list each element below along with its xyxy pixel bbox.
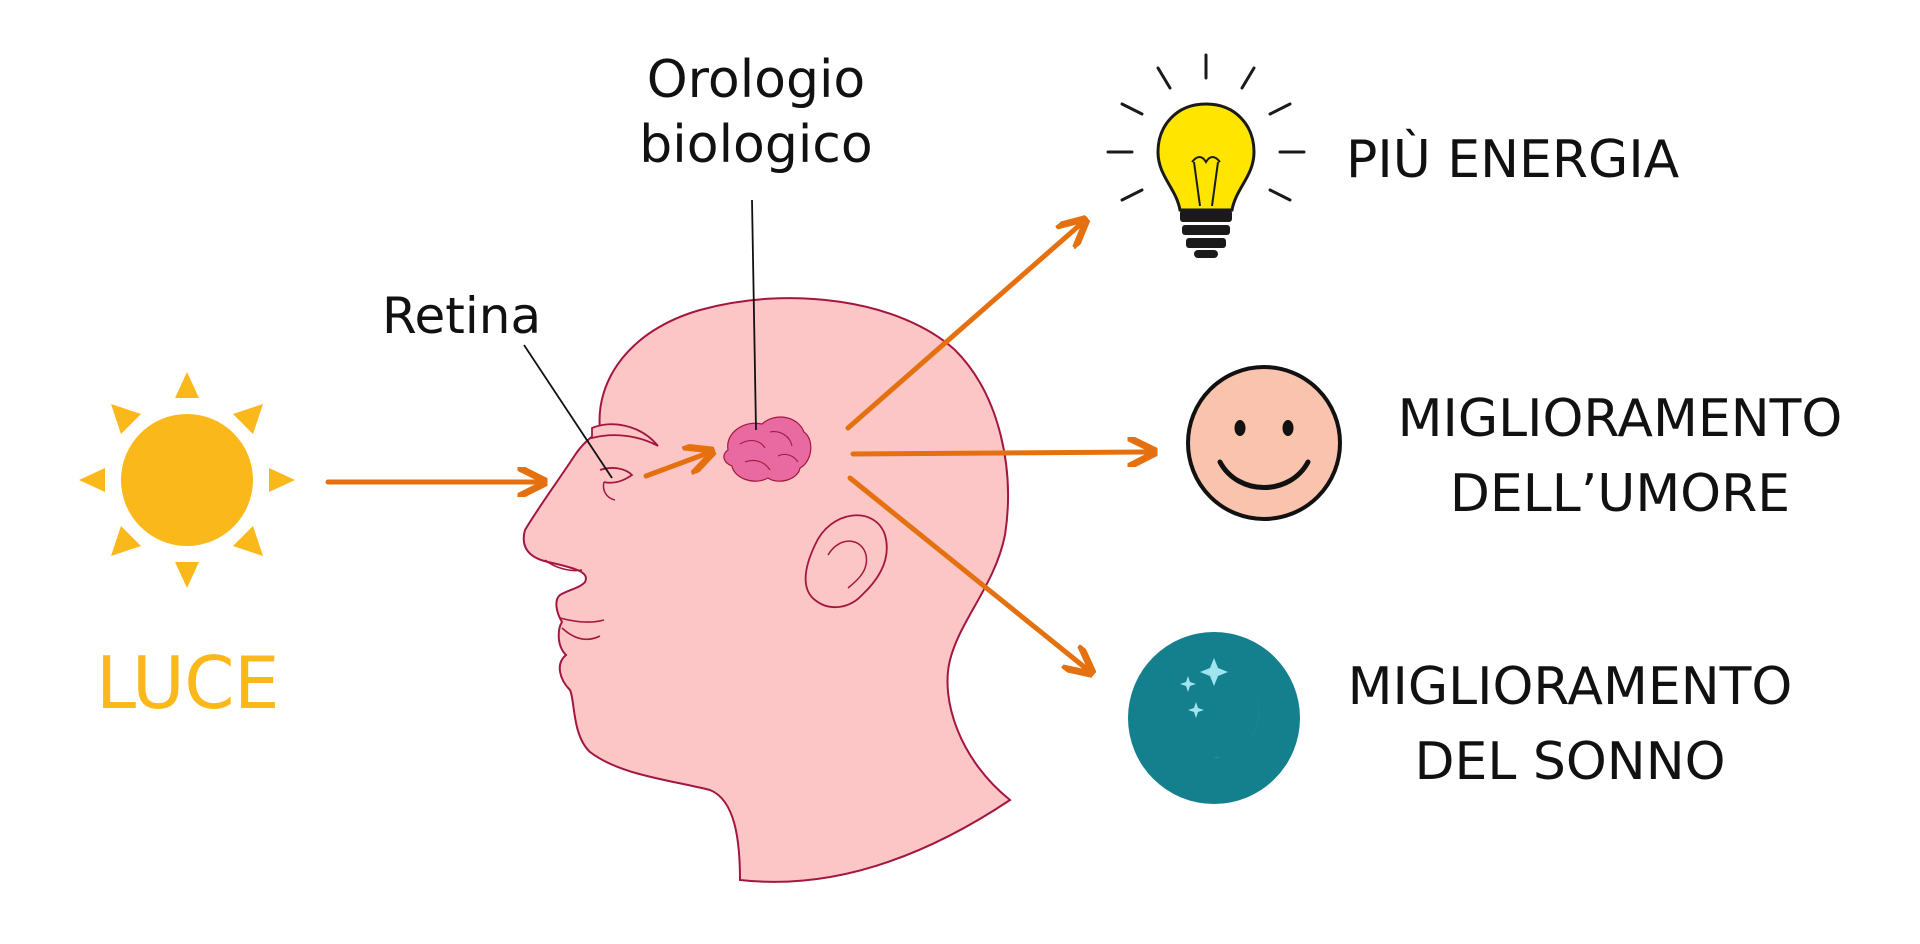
moon-icon [1128,632,1300,804]
clock-label: Orologio biologico [606,48,906,178]
clock-label-line2: biologico [639,115,873,175]
smiley-icon [1186,365,1342,521]
arrow-to-sleep [847,475,1088,670]
retina-label: Retina [382,287,542,345]
mood-label-line2: DELL’UMORE [1449,464,1791,525]
clock-leader-line [751,199,757,431]
arrow-eye-to-brain [643,453,708,479]
arrow-to-mood [850,452,1150,454]
head-profile [522,297,1012,883]
lightbulb-icon [1106,53,1306,258]
mood-label: MIGLIORAMENTO DELL’UMORE [1370,382,1870,533]
sleep-label: MIGLIORAMENTO DEL SONNO [1320,650,1820,801]
brain-icon [723,416,812,482]
arrows [325,223,1150,670]
sun-icon [79,372,295,588]
clock-label-line1: Orologio [646,50,866,110]
mood-label-line1: MIGLIORAMENTO [1397,389,1843,449]
energy-label: PIÙ ENERGIA [1346,130,1680,190]
sleep-label-line1: MIGLIORAMENTO [1347,657,1793,717]
light-label: LUCE [96,641,280,725]
sleep-label-line2: DEL SONNO [1414,732,1726,793]
arrow-to-energy [845,223,1082,431]
retina-leader-line [523,344,613,479]
